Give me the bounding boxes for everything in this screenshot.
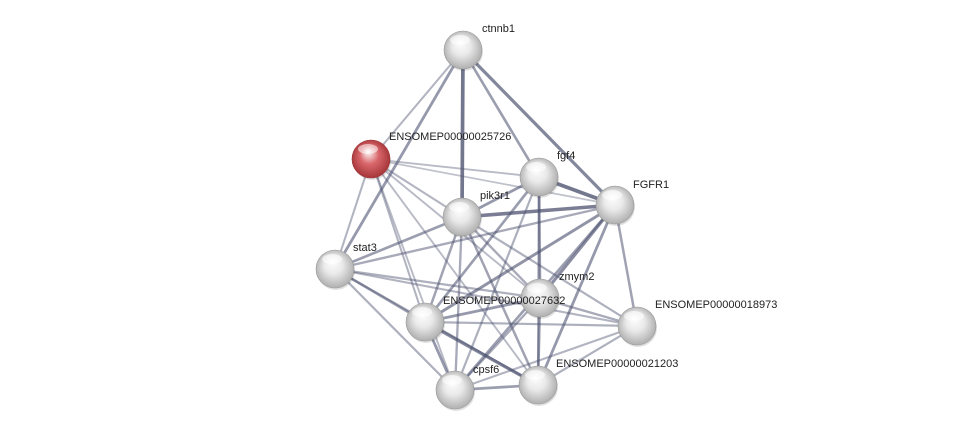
edge-ENSOMEP00000025726-ENSOMEP00000021203[interactable]	[370, 158, 539, 386]
edge-FGFR1-ENSOMEP00000027632[interactable]	[423, 203, 617, 324]
node-cpsf6[interactable]: cpsf6	[435, 364, 499, 411]
node-pik3r1[interactable]: pik3r1	[442, 190, 510, 238]
node-highlight	[602, 190, 622, 200]
edge-ENSOMEP00000027632-ENSOMEP00000021203[interactable]	[423, 320, 540, 387]
node-label: ctnnb1	[482, 23, 515, 35]
edge-fgf4-ENSOMEP00000027632[interactable]	[423, 175, 541, 324]
edge-FGFR1-ENSOMEP00000018973[interactable]	[613, 203, 639, 328]
node-highlight	[449, 202, 469, 212]
edges-layer	[333, 48, 639, 392]
edge-stat3-zmym2[interactable]	[333, 267, 542, 300]
node-ENSOMEP00000027632[interactable]: ENSOMEP00000027632	[405, 295, 565, 343]
node-label: zmym2	[559, 271, 594, 283]
edge-pik3r1-ENSOMEP00000021203[interactable]	[460, 215, 540, 387]
edge-ENSOMEP00000025726-cpsf6[interactable]	[370, 158, 456, 391]
node-stat3[interactable]: stat3	[315, 242, 377, 290]
node-label: ENSOMEP00000025726	[389, 131, 511, 143]
edge-pik3r1-stat3[interactable]	[333, 215, 464, 271]
edge-zmym2-cpsf6[interactable]	[453, 296, 542, 392]
node-zmym2[interactable]: zmym2	[520, 271, 594, 319]
edge-ENSOMEP00000025726-FGFR1[interactable]	[370, 158, 616, 206]
node-label: ENSOMEP00000021203	[556, 358, 678, 370]
edge-ctnnb1-ENSOMEP00000025726[interactable]	[369, 48, 465, 161]
edge-stat3-ENSOMEP00000018973[interactable]	[333, 267, 639, 328]
edge-stat3-cpsf6[interactable]	[333, 267, 457, 392]
node-label: ENSOMEP00000018973	[655, 299, 777, 311]
edge-pik3r1-cpsf6[interactable]	[453, 215, 464, 392]
node-highlight	[450, 35, 470, 45]
node-ENSOMEP00000021203[interactable]: ENSOMEP00000021203	[518, 358, 678, 406]
edge-ctnnb1-fgf4[interactable]	[461, 48, 541, 179]
edge-FGFR1-stat3[interactable]	[333, 203, 617, 271]
node-highlight	[442, 375, 462, 385]
edge-ENSOMEP00000018973-cpsf6[interactable]	[453, 324, 639, 392]
node-ENSOMEP00000025726[interactable]: ENSOMEP00000025726	[351, 131, 511, 180]
edge-ctnnb1-FGFR1[interactable]	[461, 48, 617, 207]
node-label: pik3r1	[480, 190, 510, 202]
edge-ENSOMEP00000027632-ENSOMEP00000018973[interactable]	[423, 320, 639, 328]
node-FGFR1[interactable]: FGFR1	[595, 179, 669, 226]
node-label: cpsf6	[473, 364, 499, 376]
node-label: fgf4	[557, 150, 575, 162]
edge-zmym2-ENSOMEP00000027632[interactable]	[423, 296, 542, 324]
node-label: FGFR1	[633, 179, 669, 191]
node-fgf4[interactable]: fgf4	[519, 150, 575, 198]
edge-ctnnb1-stat3[interactable]	[333, 48, 465, 271]
node-highlight	[624, 311, 644, 321]
node-ENSOMEP00000018973[interactable]: ENSOMEP00000018973	[617, 299, 777, 347]
node-highlight	[322, 254, 342, 264]
edge-FGFR1-pik3r1[interactable]	[460, 203, 617, 219]
node-highlight	[526, 162, 546, 172]
node-label: stat3	[353, 242, 377, 254]
node-highlight	[525, 370, 545, 380]
node-highlight	[358, 144, 378, 154]
edge-fgf4-zmym2[interactable]	[537, 175, 542, 300]
node-highlight	[412, 307, 432, 317]
edge-ctnnb1-pik3r1[interactable]	[460, 48, 465, 219]
edge-FGFR1-ENSOMEP00000021203[interactable]	[536, 203, 617, 387]
edge-pik3r1-ENSOMEP00000018973[interactable]	[460, 215, 639, 328]
edge-ENSOMEP00000025726-ENSOMEP00000027632[interactable]	[369, 157, 427, 324]
node-highlight	[527, 283, 547, 293]
node-label: ENSOMEP00000027632	[443, 295, 565, 307]
node-ctnnb1[interactable]: ctnnb1	[443, 23, 515, 71]
edge-fgf4-ENSOMEP00000025726[interactable]	[370, 158, 540, 178]
